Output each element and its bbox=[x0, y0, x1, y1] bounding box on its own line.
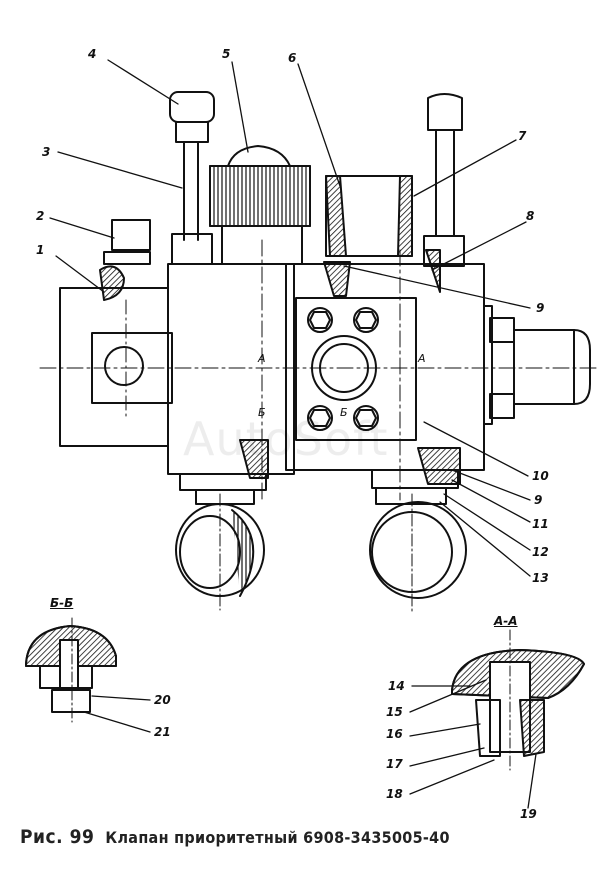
callout-13: 13 bbox=[532, 571, 549, 585]
main-body-right-block bbox=[285, 263, 485, 489]
left-extension-housing bbox=[59, 287, 173, 447]
figure-caption: Рис. 99 Клапан приоритетный 6908-3435005… bbox=[20, 826, 590, 852]
callout-5: 5 bbox=[222, 47, 231, 61]
top-plug bbox=[209, 145, 311, 265]
section-mark-a-right: А bbox=[418, 352, 426, 365]
callout-16: 16 bbox=[386, 727, 403, 741]
callout-9-top: 9 bbox=[536, 301, 545, 315]
callout-3: 3 bbox=[42, 145, 51, 159]
callout-21: 21 bbox=[154, 725, 171, 739]
callout-7: 7 bbox=[518, 129, 527, 143]
section-mark-a-left: А bbox=[258, 352, 266, 365]
callout-9-bottom: 9 bbox=[534, 493, 543, 507]
flange-bolts bbox=[307, 307, 379, 431]
right-tube bbox=[423, 93, 465, 293]
section-mark-b-right: Б bbox=[340, 406, 348, 419]
bottom-right-handwheel bbox=[369, 487, 467, 613]
figure-label: Рис. 99 bbox=[20, 826, 95, 848]
figure-title: Клапан приоритетный 6908-3435005-40 bbox=[105, 828, 450, 847]
callout-12: 12 bbox=[532, 545, 549, 559]
callout-1: 1 bbox=[36, 243, 45, 257]
section-bb-detail bbox=[25, 617, 151, 733]
callout-15: 15 bbox=[386, 705, 403, 719]
bottom-left-handwheel bbox=[175, 489, 265, 611]
section-aa-detail bbox=[409, 629, 585, 809]
left-tube bbox=[169, 91, 215, 265]
right-cover bbox=[483, 305, 591, 425]
section-mark-b-left: Б bbox=[258, 406, 266, 419]
section-title-a-a: А-А bbox=[494, 614, 518, 628]
left-small-fitting bbox=[99, 219, 151, 301]
leader-lines bbox=[49, 59, 531, 577]
callout-20: 20 bbox=[154, 693, 171, 707]
callout-4: 4 bbox=[88, 47, 97, 61]
threaded-union bbox=[323, 175, 413, 297]
callout-18: 18 bbox=[386, 787, 403, 801]
callout-2: 2 bbox=[36, 209, 45, 223]
callout-10: 10 bbox=[532, 469, 549, 483]
callout-17: 17 bbox=[386, 757, 403, 771]
callout-19: 19 bbox=[520, 807, 537, 821]
section-title-b-b: Б-Б bbox=[50, 596, 74, 610]
callout-6: 6 bbox=[288, 51, 297, 65]
callout-8: 8 bbox=[526, 209, 535, 223]
main-body-left-block bbox=[167, 263, 295, 491]
callout-14: 14 bbox=[388, 679, 405, 693]
callout-11: 11 bbox=[532, 517, 549, 531]
